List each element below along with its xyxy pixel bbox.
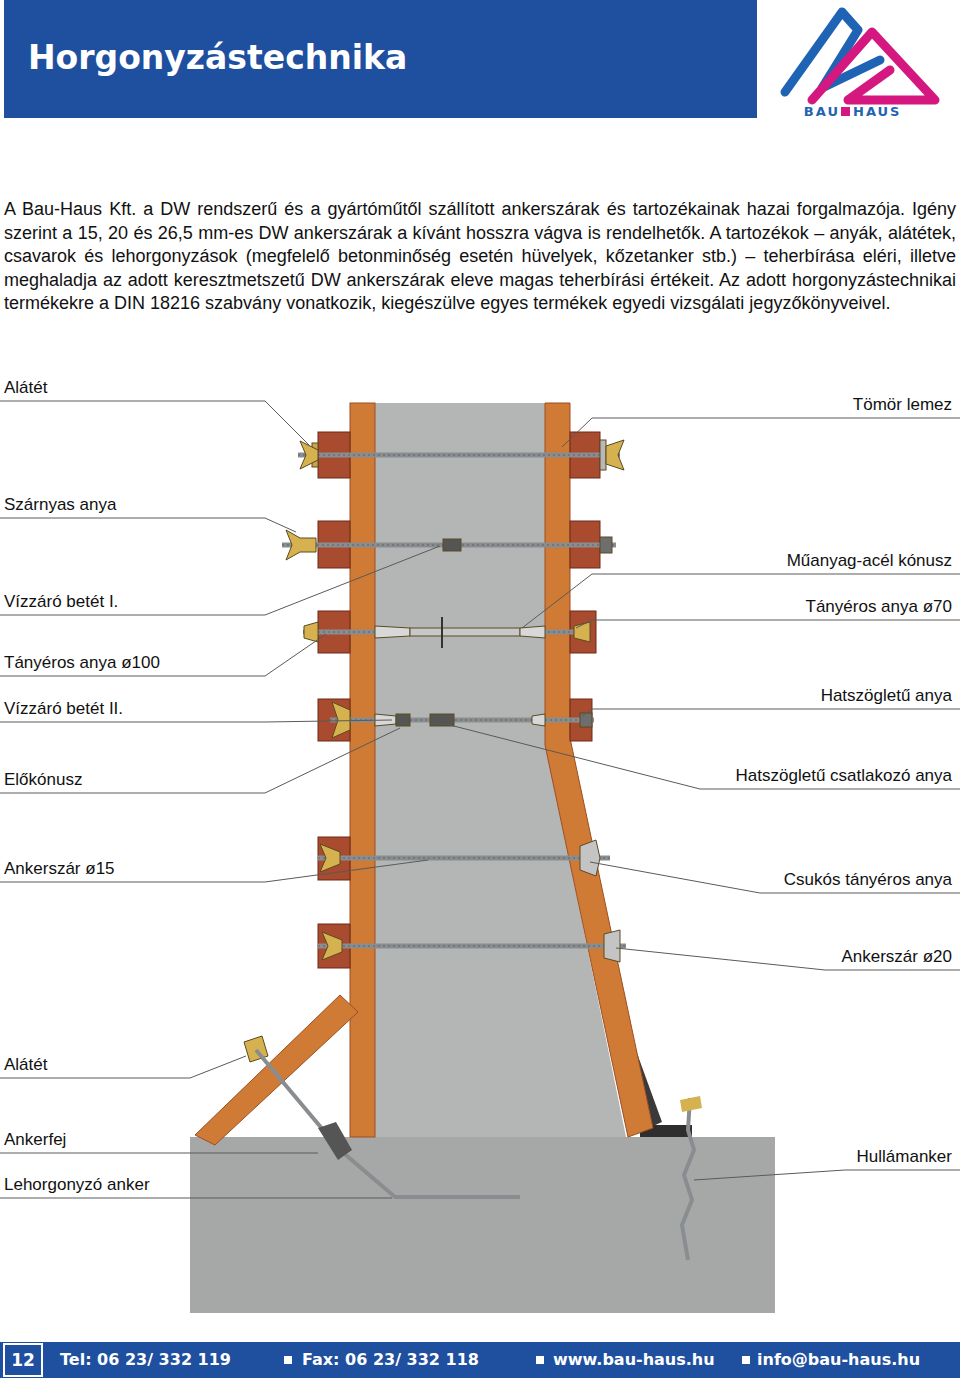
anchor-rods <box>256 1050 520 1197</box>
hardware <box>320 844 340 872</box>
part-label: Csukós tányéros anya <box>650 870 952 890</box>
hardware <box>532 714 545 726</box>
leader-lines <box>0 518 296 532</box>
rod-threads <box>318 946 626 947</box>
rod-threads <box>318 858 610 859</box>
formwork-board <box>545 403 653 1137</box>
anchor-rods <box>318 944 626 949</box>
part-label: Tányéros anya ø100 <box>4 653 264 673</box>
leader-lines <box>0 720 392 722</box>
part-label: Ankerszár ø15 <box>4 859 264 879</box>
logo <box>812 32 935 100</box>
leader-lines <box>694 1170 960 1180</box>
logo <box>785 12 935 100</box>
leader-lines <box>616 948 960 970</box>
footer-contact: Tel: 06 23/ 332 119 <box>60 1349 280 1371</box>
hardware <box>600 440 606 470</box>
hardware <box>580 713 592 727</box>
anchor-rods <box>298 453 620 458</box>
footer-contact: www.bau-haus.hu <box>553 1349 739 1371</box>
page-number-box <box>4 1344 42 1376</box>
part-label: Alátét <box>4 378 264 398</box>
header-band <box>4 0 757 118</box>
part-label: Lehorgonyzó anker <box>4 1175 188 1195</box>
hardware <box>520 626 545 638</box>
part-label: Szárnyas anya <box>4 495 264 515</box>
separator <box>742 1356 750 1364</box>
leader-lines <box>522 574 960 628</box>
anchor-rods <box>256 1050 694 1260</box>
hardware <box>604 930 620 962</box>
leader-lines <box>590 862 960 893</box>
hardware <box>600 537 612 553</box>
anchor-rods <box>318 856 610 861</box>
hardware <box>322 932 342 960</box>
hardware <box>410 628 520 636</box>
part-label: Vízzáró betét II. <box>4 699 264 719</box>
part-label: Vízzáró betét I. <box>4 592 264 612</box>
hardware <box>375 626 410 638</box>
leader-lines <box>576 620 960 628</box>
hardware <box>304 622 318 642</box>
hardware <box>430 714 454 726</box>
part-label: Alátét <box>4 1055 184 1075</box>
anchor-head <box>318 1122 352 1160</box>
footer-band <box>0 1342 960 1378</box>
logo-text: HAUS <box>853 104 933 120</box>
part-label: Ankerfej <box>4 1130 184 1150</box>
walers <box>570 611 596 653</box>
wall <box>375 403 626 1137</box>
strut <box>195 995 358 1145</box>
leader-lines <box>446 724 960 789</box>
part-label: Hatszögletű csatlakozó anya <box>650 766 952 786</box>
leader-lines <box>0 1056 246 1078</box>
leader-lines <box>582 709 960 716</box>
part-label: Hullámanker <box>700 1147 952 1167</box>
leader-lines <box>0 1153 318 1154</box>
page-title: Horgonyzástechnika <box>28 38 728 78</box>
page-number: 12 <box>6 1349 40 1371</box>
formwork-board <box>350 403 375 1137</box>
leader-lines <box>0 860 428 882</box>
separator <box>536 1356 544 1364</box>
part-label: Előkónusz <box>4 770 264 790</box>
logo-text: BAU <box>784 104 840 120</box>
anchor-rods <box>682 1098 694 1260</box>
hardware <box>396 714 410 726</box>
leader-lines <box>0 1198 392 1199</box>
hardware <box>244 440 624 1062</box>
part-label: Ankerszár ø20 <box>650 947 952 967</box>
rod-threads <box>298 455 620 456</box>
leader-lines <box>0 728 400 793</box>
leader-lines <box>0 401 311 447</box>
hardware <box>441 617 443 648</box>
leader-lines <box>0 634 326 676</box>
anchor-head <box>318 1122 352 1160</box>
leader-lines <box>0 401 960 1198</box>
hardware <box>443 539 461 551</box>
intro-paragraph: A Bau-Haus Kft. a DW rendszerű és a gyár… <box>4 198 956 316</box>
hardware <box>606 440 624 470</box>
walers <box>318 432 600 968</box>
part-label: Tányéros anya ø70 <box>590 597 952 617</box>
logo-square <box>841 107 850 116</box>
footer-contact: info@bau-haus.hu <box>757 1349 957 1371</box>
part-label: Tömör lemez <box>590 395 952 415</box>
hardware <box>286 530 316 560</box>
part-label: Hatszögletű anya <box>590 686 952 706</box>
hardware <box>580 840 600 876</box>
separator <box>284 1356 292 1364</box>
footer-contact: Fax: 06 23/ 332 118 <box>302 1349 532 1371</box>
wave-anchor-nut <box>680 1096 702 1112</box>
leader-lines <box>0 546 440 615</box>
hardware <box>332 702 350 738</box>
part-label: Műanyag-acél kónusz <box>590 551 952 571</box>
leader-lines <box>562 418 960 447</box>
